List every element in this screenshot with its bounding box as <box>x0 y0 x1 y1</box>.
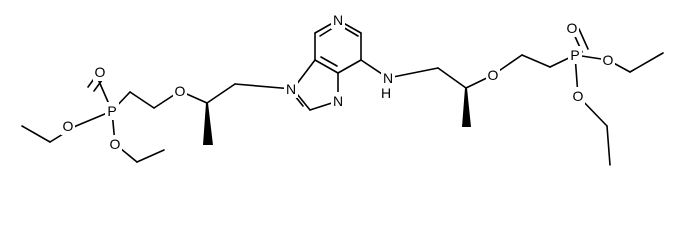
atom-o-ether-right: O <box>488 67 499 83</box>
wedge-right-stereocenter <box>462 88 471 127</box>
atom-p-left: P <box>107 103 116 119</box>
atom-o-ester-left-1: O <box>63 118 74 134</box>
atom-o-double-right: O <box>567 20 578 36</box>
stereo-wedges <box>203 88 471 145</box>
atom-o-ester-right-2: O <box>573 88 584 104</box>
wedge-left-stereocenter <box>203 103 213 145</box>
atom-o-double-left: O <box>95 64 106 80</box>
atom-labels: N N N N H O O P P O O O O O O <box>61 11 615 153</box>
atom-p-right: P <box>570 47 579 63</box>
atom-n-imidazole: N <box>333 93 343 109</box>
atom-n-amine: N <box>383 70 393 86</box>
atom-n9: N <box>286 81 296 97</box>
atom-o-ester-left-2: O <box>110 136 121 152</box>
atom-h-amine: H <box>381 85 391 101</box>
atom-n-ring-top: N <box>333 12 343 28</box>
atom-o-ether-left: O <box>175 83 186 99</box>
molecule-diagram: N N N N H O O P P O O O O O O <box>21 11 664 166</box>
atom-o-ester-right-1: O <box>603 52 614 68</box>
structure-canvas: N N N N H O O P P O O O O O O <box>21 11 664 166</box>
